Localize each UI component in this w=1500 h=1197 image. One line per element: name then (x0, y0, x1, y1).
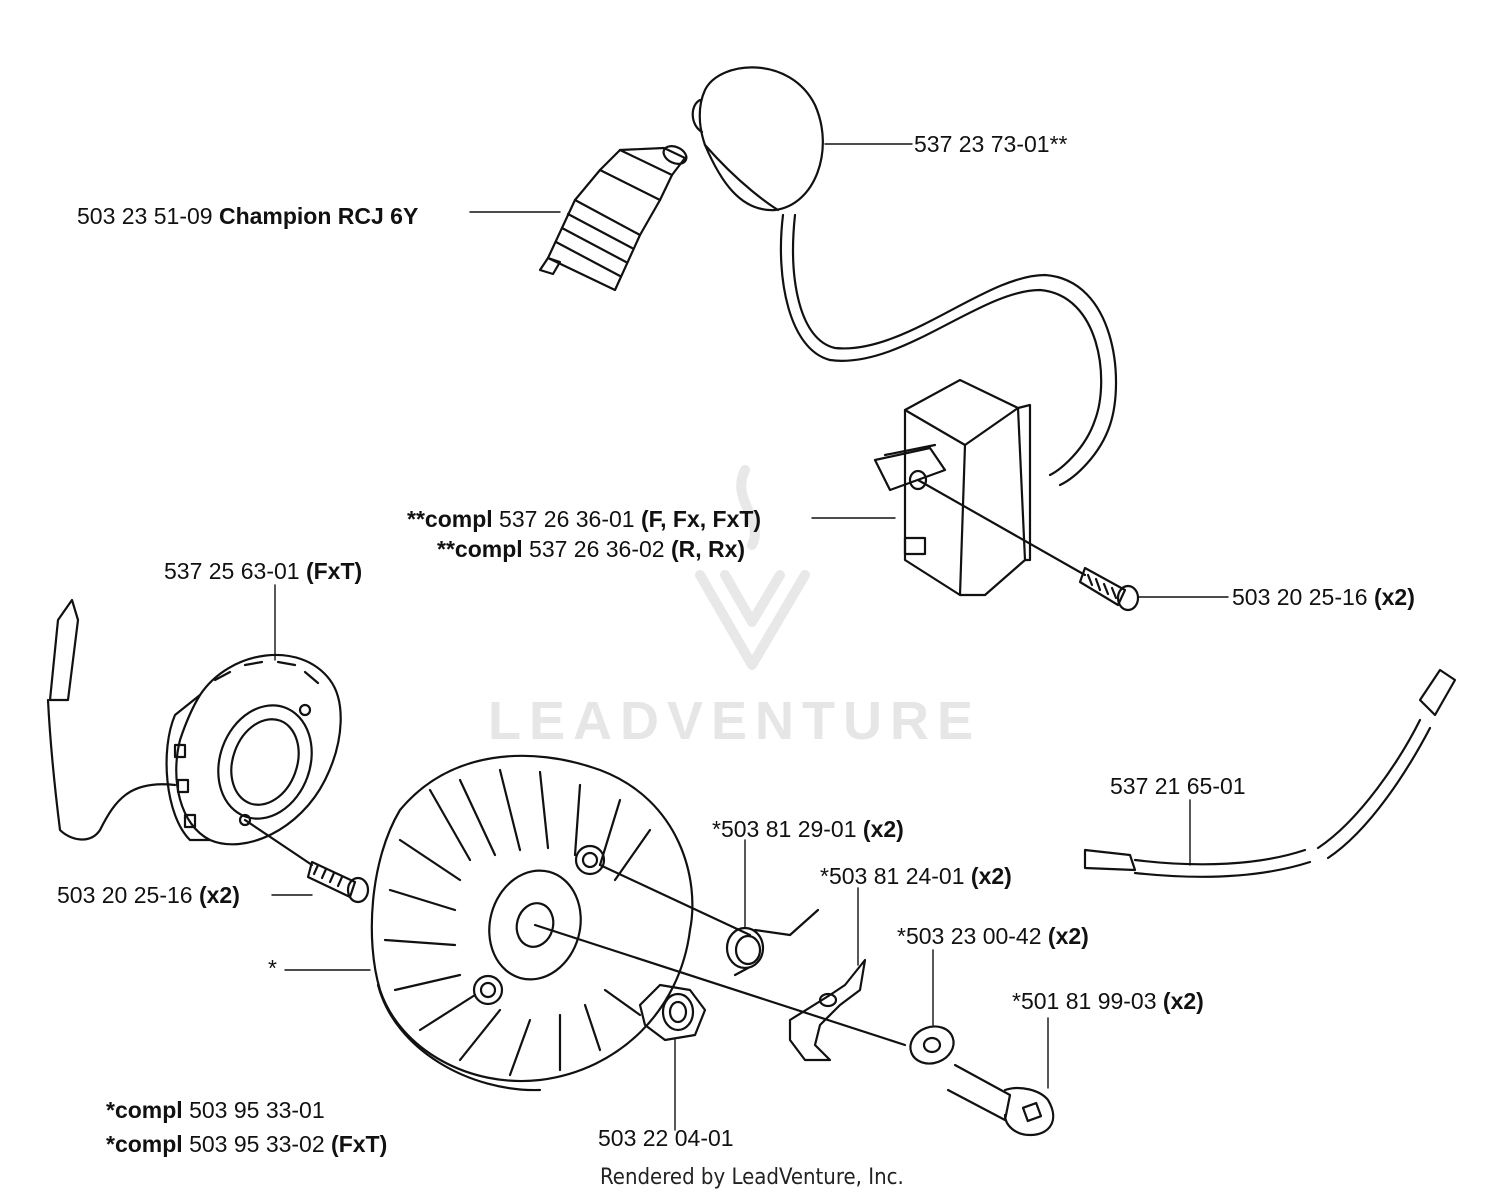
label-pawl-screw: *501 81 99-03 (x2) (1012, 988, 1204, 1014)
flywheel-nut-icon (638, 983, 707, 1042)
watermark-text: LEADVENTURE (488, 691, 982, 751)
label-sensor: 537 25 63-01 (FxT) (164, 558, 363, 584)
label-flywheel-star: * (268, 955, 277, 981)
label-pawl: *503 81 24-01 (x2) (820, 863, 1012, 889)
washer-icon (909, 1025, 955, 1065)
sensor-wire (46, 698, 177, 841)
credit-text: Rendered by LeadVenture, Inc. (600, 1165, 904, 1190)
spark-plug-icon (538, 145, 688, 292)
cable-icon (1083, 668, 1457, 878)
label-cable: 537 21 65-01 (1110, 773, 1246, 799)
label-module-2: **compl 537 26 36-02 (R, Rx) (437, 536, 746, 562)
label-spring: *503 81 29-01 (x2) (712, 816, 904, 842)
label-module-1: **compl 537 26 36-01 (F, Fx, FxT) (407, 506, 762, 532)
label-module-screw: 503 20 25-16 (x2) (1232, 584, 1415, 610)
watermark-logo (695, 465, 810, 670)
label-washer: *503 23 00-42 (x2) (897, 923, 1089, 949)
pawl-screw-icon (946, 1063, 1055, 1137)
sensor-ring-icon (165, 653, 342, 846)
label-flywheel-1: *compl 503 95 33-01 (106, 1097, 325, 1123)
label-nut: 503 22 04-01 (598, 1125, 734, 1151)
label-flywheel-2: *compl 503 95 33-02 (FxT) (106, 1131, 388, 1157)
label-plug-cap: 537 23 73-01** (914, 131, 1068, 157)
module-screw-icon (1078, 566, 1140, 612)
label-sensor-screw: 503 20 25-16 (x2) (57, 882, 240, 908)
sensor-screw-icon (306, 860, 370, 904)
ignition-module-icon (873, 378, 1032, 597)
ignition-lead (779, 213, 1103, 477)
leader-lines (271, 143, 1229, 1131)
pawl-icon (788, 958, 867, 1062)
label-spark-plug: 503 23 51-09 Champion RCJ 6Y (77, 203, 419, 229)
flywheel-icon (370, 754, 694, 1092)
spring-icon (725, 908, 820, 977)
plug-cap-icon (691, 66, 824, 212)
